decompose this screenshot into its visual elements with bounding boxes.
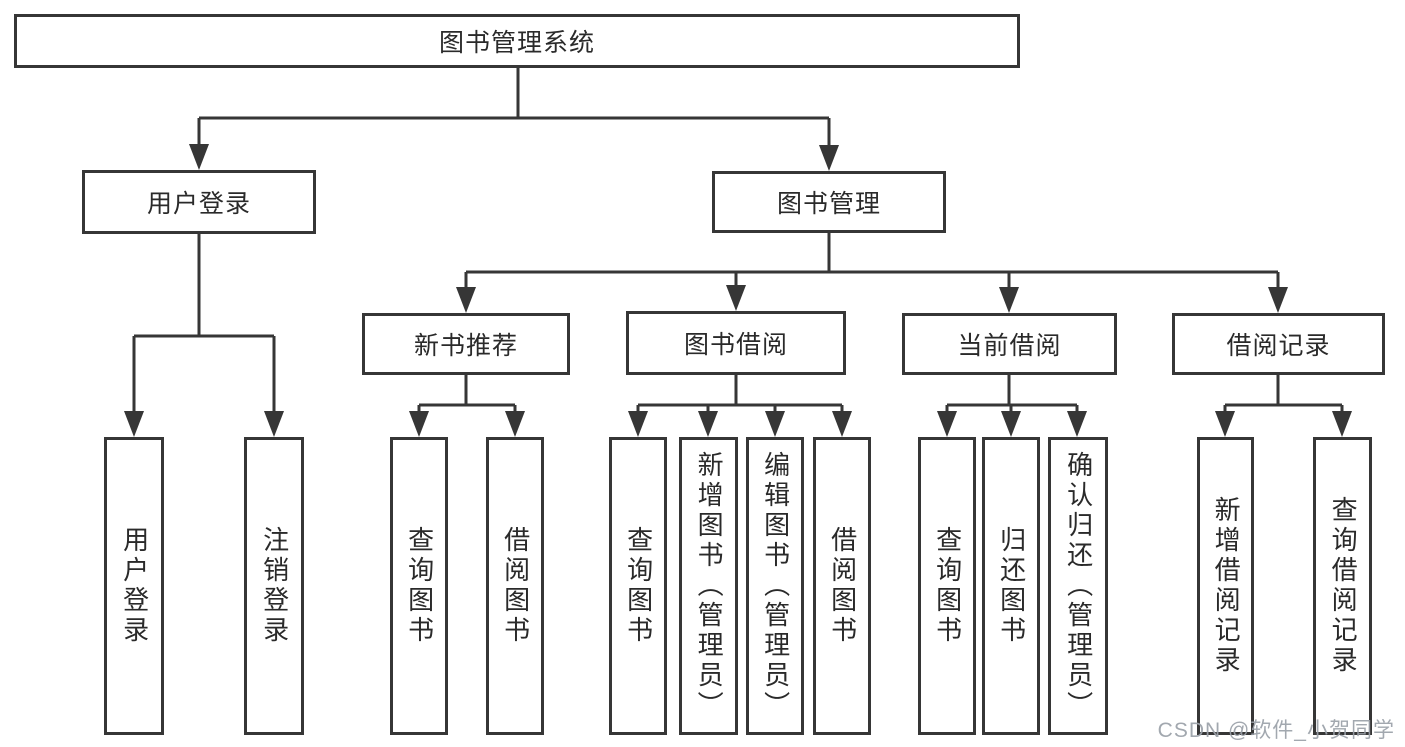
- leaf-borrow-books: 借阅图书: [486, 437, 544, 735]
- node-label: 图书管理: [776, 190, 881, 218]
- node-label: 查询图书: [404, 526, 435, 646]
- node-label: 查询借阅记录: [1328, 496, 1359, 676]
- node-label: 借阅记录: [1226, 332, 1331, 360]
- node-label: 查询图书: [623, 526, 654, 646]
- node-label: 确认归还（管理员）: [1063, 451, 1094, 721]
- node-book-borrowing: 图书借阅: [626, 311, 846, 375]
- leaf-query-borrow-record: 查询借阅记录: [1313, 437, 1372, 735]
- node-borrow-records: 借阅记录: [1172, 313, 1385, 375]
- node-label: 新书推荐: [413, 332, 518, 360]
- node-label: 注销登录: [259, 526, 290, 646]
- node-label: 借阅图书: [827, 526, 858, 646]
- leaf-add-borrow-record: 新增借阅记录: [1197, 437, 1254, 735]
- leaf-query-books: 查询图书: [390, 437, 448, 735]
- leaf-query-books: 查询图书: [609, 437, 667, 735]
- node-book-management: 图书管理: [712, 171, 946, 233]
- node-root-library-system: 图书管理系统: [14, 14, 1020, 68]
- node-label: 用户登录: [146, 190, 251, 218]
- leaf-user-login: 用户登录: [104, 437, 164, 735]
- leaf-confirm-return-admin: 确认归还（管理员）: [1048, 437, 1108, 735]
- leaf-return-books: 归还图书: [982, 437, 1040, 735]
- node-label: 新增图书（管理员）: [694, 451, 725, 721]
- node-label: 归还图书: [996, 526, 1027, 646]
- leaf-borrow-books: 借阅图书: [813, 437, 871, 735]
- node-label: 查询图书: [932, 526, 963, 646]
- leaf-query-books: 查询图书: [918, 437, 976, 735]
- leaf-edit-books-admin: 编辑图书（管理员）: [746, 437, 804, 735]
- node-label: 当前借阅: [957, 332, 1062, 360]
- node-label: 编辑图书（管理员）: [760, 451, 791, 721]
- node-label: 新增借阅记录: [1211, 496, 1242, 676]
- leaf-add-books-admin: 新增图书（管理员）: [679, 437, 738, 735]
- node-label: 图书管理系统: [438, 29, 595, 57]
- node-new-book-recommend: 新书推荐: [362, 313, 570, 375]
- node-current-borrowing: 当前借阅: [902, 313, 1117, 375]
- leaf-logout: 注销登录: [244, 437, 304, 735]
- node-label: 用户登录: [119, 526, 150, 646]
- node-label: 图书借阅: [683, 331, 788, 359]
- node-user-login: 用户登录: [82, 170, 316, 234]
- node-label: 借阅图书: [500, 526, 531, 646]
- csdn-watermark: CSDN @软件_小贺同学: [1157, 719, 1395, 742]
